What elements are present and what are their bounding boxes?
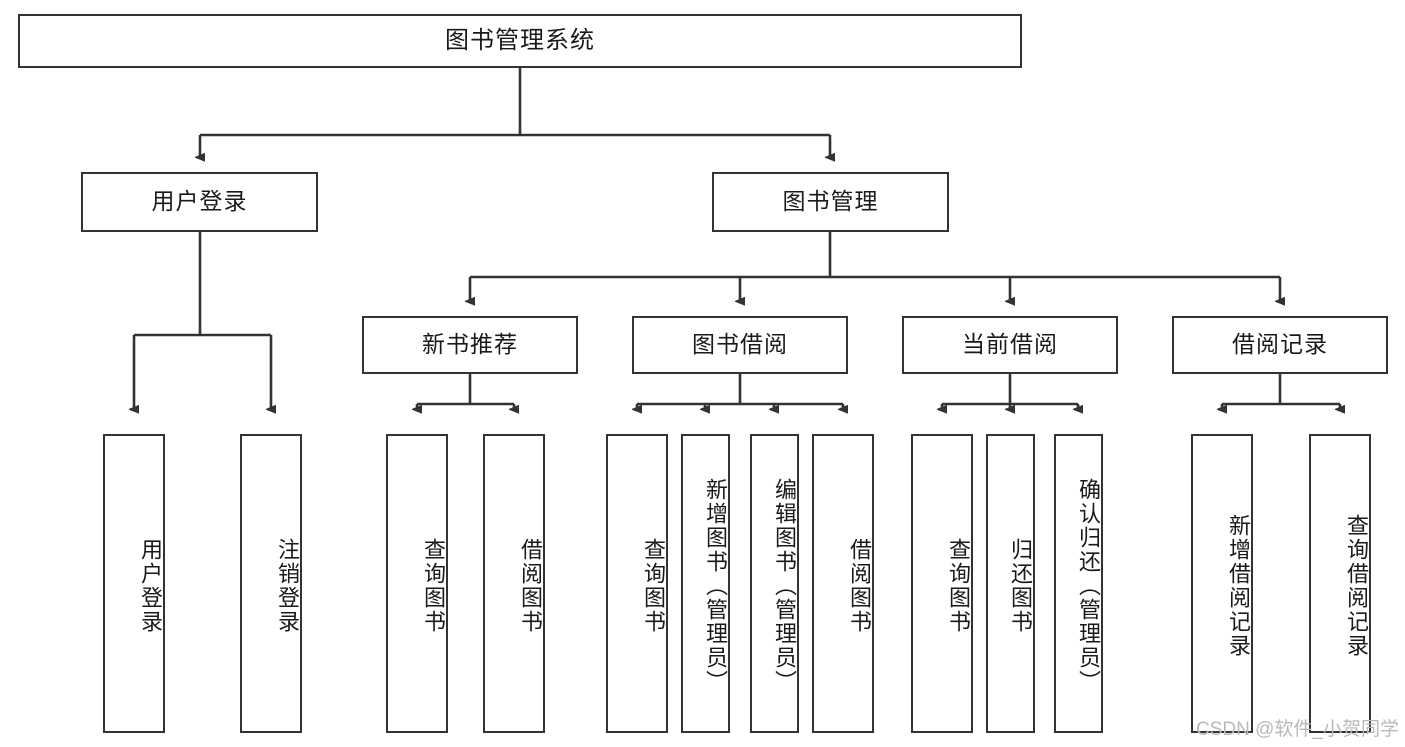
- csdn-watermark: CSDN @软件_小贺同学: [1196, 719, 1399, 740]
- leaf-label: 借阅图书: [518, 537, 543, 634]
- leaf-query-book-current[interactable]: 查询图书: [911, 434, 973, 733]
- leaf-query-borrow-record[interactable]: 查询借阅记录: [1309, 434, 1371, 733]
- leaf-user-login[interactable]: 用户登录: [103, 434, 165, 733]
- leaf-label: 新增借阅记录: [1226, 513, 1251, 658]
- node-book-borrow[interactable]: 图书借阅: [632, 316, 848, 374]
- node-user-login[interactable]: 用户登录: [81, 172, 318, 232]
- leaf-label: 编辑图书（管理员）: [772, 477, 797, 694]
- node-new-book-recommend[interactable]: 新书推荐: [362, 316, 578, 374]
- leaf-label: 查询图书: [641, 537, 666, 634]
- leaf-borrow-book-recommend[interactable]: 借阅图书: [483, 434, 545, 733]
- leaf-label: 新增图书（管理员）: [703, 477, 728, 694]
- leaf-user-logout[interactable]: 注销登录: [240, 434, 302, 733]
- leaf-edit-book-admin[interactable]: 编辑图书（管理员）: [750, 434, 799, 733]
- leaf-add-book-admin[interactable]: 新增图书（管理员）: [681, 434, 730, 733]
- leaf-return-book[interactable]: 归还图书: [986, 434, 1035, 733]
- leaf-label: 借阅图书: [847, 537, 872, 634]
- node-book-management[interactable]: 图书管理: [712, 172, 949, 232]
- leaf-label: 归还图书: [1008, 537, 1033, 634]
- leaf-label: 查询图书: [421, 537, 446, 634]
- node-current-borrow[interactable]: 当前借阅: [902, 316, 1118, 374]
- leaf-query-book-borrow[interactable]: 查询图书: [606, 434, 668, 733]
- leaf-borrow-book[interactable]: 借阅图书: [812, 434, 874, 733]
- node-borrow-record[interactable]: 借阅记录: [1172, 316, 1388, 374]
- leaf-label: 确认归还（管理员）: [1076, 477, 1101, 694]
- leaf-label: 用户登录: [138, 537, 163, 634]
- leaf-query-book-recommend[interactable]: 查询图书: [386, 434, 448, 733]
- leaf-label: 注销登录: [275, 537, 300, 634]
- leaf-label: 查询图书: [946, 537, 971, 634]
- leaf-label: 查询借阅记录: [1344, 513, 1369, 658]
- leaf-confirm-return-admin[interactable]: 确认归还（管理员）: [1054, 434, 1103, 733]
- leaf-add-borrow-record[interactable]: 新增借阅记录: [1191, 434, 1253, 733]
- node-root-book-management-system[interactable]: 图书管理系统: [18, 14, 1022, 68]
